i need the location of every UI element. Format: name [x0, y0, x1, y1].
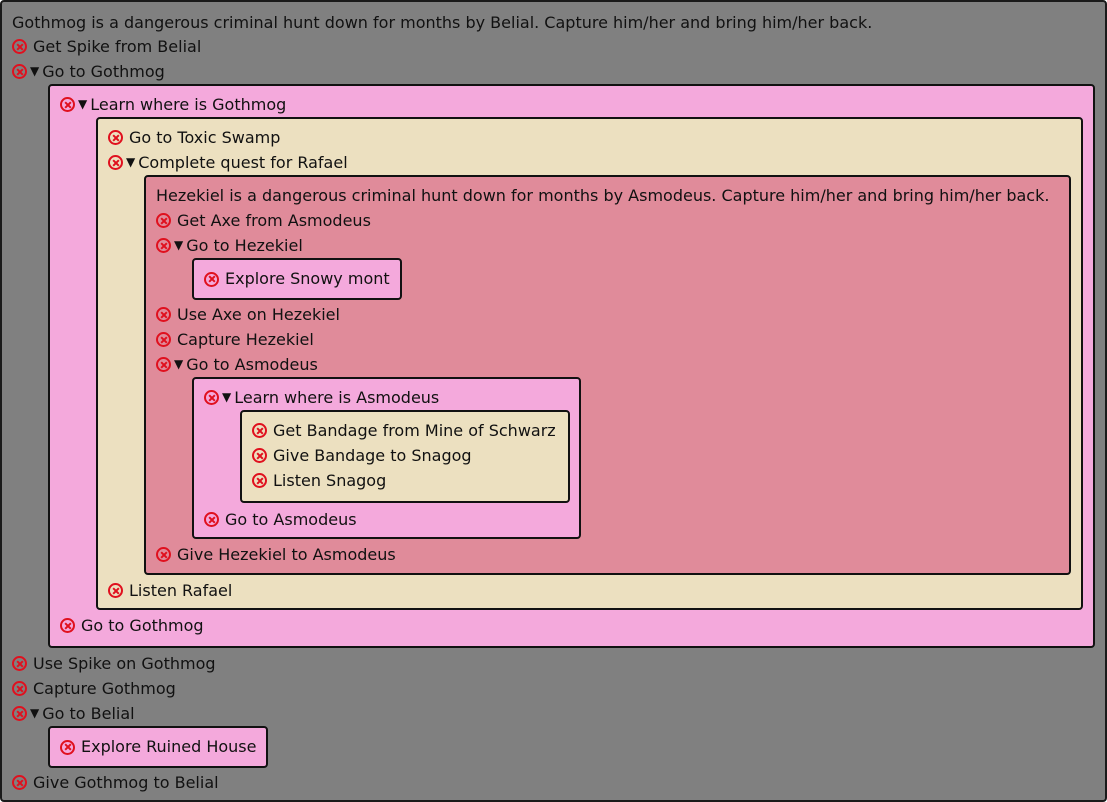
step-go-to-gothmog[interactable]: ▼ Go to Gothmog	[12, 59, 1095, 84]
circle-x-icon	[156, 307, 171, 322]
substep-group-hezekiel: Explore Snowy mont	[192, 258, 402, 300]
subquest-intro: Hezekiel is a dangerous criminal hunt do…	[156, 186, 1050, 205]
step-go-to-asmodeus[interactable]: ▼ Go to Asmodeus	[156, 352, 1059, 377]
step-label: Go to Asmodeus	[186, 355, 318, 374]
step-label: Give Hezekiel to Asmodeus	[177, 545, 396, 564]
step-get-axe[interactable]: Get Axe from Asmodeus	[156, 208, 1059, 233]
step-label: Go to Gothmog	[81, 616, 204, 635]
step-listen-rafael[interactable]: Listen Rafael	[108, 578, 1071, 603]
step-give-gothmog[interactable]: Give Gothmog to Belial	[12, 770, 1095, 795]
substep-group-belial: Explore Ruined House	[48, 726, 269, 768]
circle-x-icon	[156, 547, 171, 562]
step-label: Give Bandage to Snagog	[273, 446, 472, 465]
step-label: Give Gothmog to Belial	[33, 773, 219, 792]
circle-x-icon	[12, 39, 27, 54]
step-use-axe[interactable]: Use Axe on Hezekiel	[156, 302, 1059, 327]
circle-x-icon	[12, 656, 27, 671]
circle-x-icon	[204, 271, 219, 287]
step-learn-where-asmodeus[interactable]: ▼ Learn where is Asmodeus	[204, 385, 569, 410]
step-label: Go to Belial	[42, 704, 135, 723]
step-label: Explore Snowy mont	[225, 269, 390, 288]
circle-x-icon	[108, 583, 123, 598]
step-give-hezekiel[interactable]: Give Hezekiel to Asmodeus	[156, 542, 1059, 567]
circle-x-icon	[12, 706, 27, 721]
substep-group-gothmog: ▼ Learn where is Gothmog Go to Toxic Swa…	[48, 84, 1095, 648]
triangle-down-icon[interactable]: ▼	[30, 64, 40, 78]
step-explore-ruined[interactable]: Explore Ruined House	[60, 731, 256, 763]
step-label: Get Spike from Belial	[33, 37, 202, 56]
circle-x-icon	[12, 64, 27, 79]
step-label: Use Spike on Gothmog	[33, 654, 216, 673]
circle-x-icon	[156, 238, 171, 253]
circle-x-icon	[156, 213, 171, 228]
step-go-to-belial[interactable]: ▼ Go to Belial	[12, 701, 1095, 726]
quest-intro: Gothmog is a dangerous criminal hunt dow…	[12, 13, 873, 32]
circle-x-icon	[252, 448, 267, 463]
substep-group-learn: Go to Toxic Swamp ▼ Complete quest for R…	[96, 117, 1083, 610]
step-label: Capture Hezekiel	[177, 330, 314, 349]
triangle-down-icon[interactable]: ▼	[30, 706, 40, 720]
triangle-down-icon[interactable]: ▼	[174, 357, 184, 371]
circle-x-icon	[60, 97, 75, 112]
subquest-hezekiel: Hezekiel is a dangerous criminal hunt do…	[144, 175, 1071, 575]
step-give-bandage[interactable]: Give Bandage to Snagog	[252, 443, 558, 468]
step-label: Learn where is Gothmog	[90, 95, 287, 114]
triangle-down-icon[interactable]: ▼	[126, 155, 136, 169]
step-get-spike[interactable]: Get Spike from Belial	[12, 34, 1095, 59]
step-listen-snagog[interactable]: Listen Snagog	[252, 468, 558, 493]
step-label: Learn where is Asmodeus	[234, 388, 440, 407]
step-label: Get Axe from Asmodeus	[177, 211, 371, 230]
step-label: Listen Rafael	[129, 581, 233, 600]
step-capture-gothmog[interactable]: Capture Gothmog	[12, 676, 1095, 701]
circle-x-icon	[12, 681, 27, 696]
triangle-down-icon[interactable]: ▼	[174, 238, 184, 252]
circle-x-icon	[204, 390, 219, 405]
circle-x-icon	[108, 130, 123, 145]
step-label: Use Axe on Hezekiel	[177, 305, 340, 324]
step-label: Go to Hezekiel	[186, 236, 303, 255]
circle-x-icon	[156, 332, 171, 347]
step-capture-hezekiel[interactable]: Capture Hezekiel	[156, 327, 1059, 352]
step-complete-quest-rafael[interactable]: ▼ Complete quest for Rafael	[108, 150, 1071, 175]
triangle-down-icon[interactable]: ▼	[222, 390, 232, 404]
step-go-to-gothmog-final[interactable]: Go to Gothmog	[60, 613, 1083, 638]
step-use-spike[interactable]: Use Spike on Gothmog	[12, 651, 1095, 676]
step-go-to-asmodeus-final[interactable]: Go to Asmodeus	[204, 507, 569, 532]
circle-x-icon	[204, 512, 219, 527]
circle-x-icon	[156, 357, 171, 372]
step-go-to-hezekiel[interactable]: ▼ Go to Hezekiel	[156, 233, 1059, 258]
step-go-to-toxic-swamp[interactable]: Go to Toxic Swamp	[108, 125, 1071, 150]
circle-x-icon	[108, 155, 123, 170]
step-label: Listen Snagog	[273, 471, 387, 490]
step-label: Go to Asmodeus	[225, 510, 357, 529]
step-label: Complete quest for Rafael	[138, 153, 348, 172]
step-learn-where-gothmog[interactable]: ▼ Learn where is Gothmog	[60, 92, 1083, 117]
circle-x-icon	[252, 423, 267, 438]
circle-x-icon	[60, 739, 75, 755]
step-get-bandage[interactable]: Get Bandage from Mine of Schwarz	[252, 418, 558, 443]
circle-x-icon	[12, 775, 27, 790]
triangle-down-icon[interactable]: ▼	[78, 97, 88, 111]
step-label: Explore Ruined House	[81, 737, 257, 756]
step-label: Go to Toxic Swamp	[129, 128, 281, 147]
circle-x-icon	[60, 618, 75, 633]
step-label: Go to Gothmog	[42, 62, 165, 81]
substep-group-asmodeus: ▼ Learn where is Asmodeus Get Bandage fr…	[192, 377, 581, 539]
circle-x-icon	[252, 473, 267, 488]
substep-group-learn-asmodeus: Get Bandage from Mine of Schwarz Give Ba…	[240, 410, 570, 503]
step-label: Get Bandage from Mine of Schwarz	[273, 421, 556, 440]
step-label: Capture Gothmog	[33, 679, 176, 698]
step-explore-snowy[interactable]: Explore Snowy mont	[204, 263, 390, 295]
